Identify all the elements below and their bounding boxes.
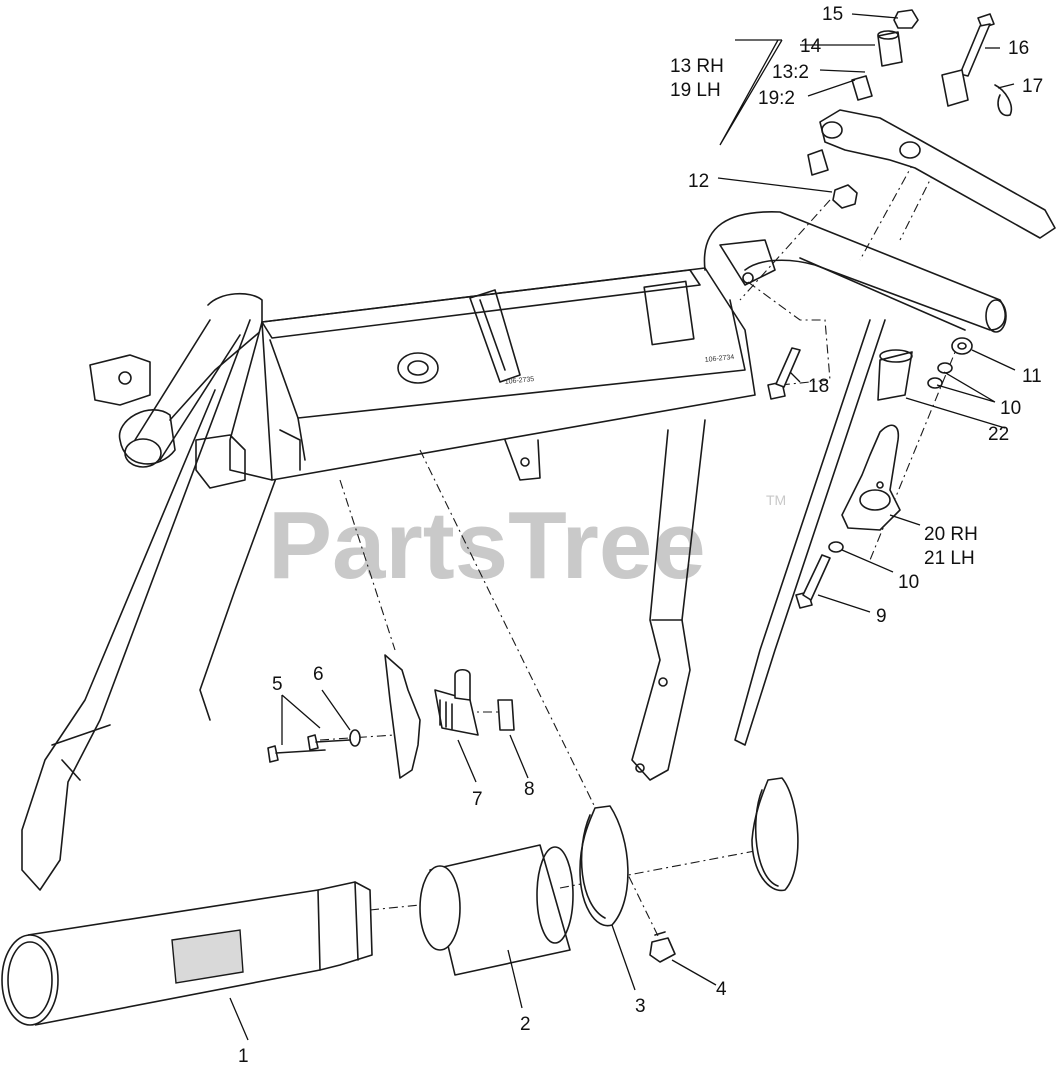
- part-20-bracket: [841, 424, 901, 531]
- decal-left-label: 106-2735: [504, 376, 534, 386]
- callout-labels: 1 2 3 4 5 6 7 8 9 10 10 11 12 13 RH 19 L…: [238, 4, 1043, 1067]
- part-5-screws: [267, 734, 351, 763]
- callout-20rh: 20 RH: [924, 524, 978, 545]
- part-17-clip: [994, 84, 1013, 117]
- part-11-washer: [951, 337, 973, 355]
- leader-lines: [229, 13, 1016, 1041]
- part-22-sleeve: [877, 349, 913, 401]
- callout-12: 12: [688, 171, 709, 192]
- callout-19lh: 19 LH: [670, 80, 721, 101]
- callout-16: 16: [1008, 38, 1029, 59]
- watermark-tm: TM: [766, 492, 786, 508]
- part-7-switch: [434, 668, 479, 736]
- part-9-bolt: [795, 554, 831, 609]
- callout-6: 6: [313, 664, 324, 685]
- callout-1: 1: [238, 1046, 249, 1067]
- decal-right-label: 106-2734: [704, 354, 734, 364]
- part-12-nut: [832, 184, 858, 209]
- callout-14: 14: [800, 36, 822, 57]
- callout-18: 18: [808, 376, 829, 397]
- switch-bracket: [384, 654, 421, 779]
- callout-17: 17: [1022, 76, 1043, 97]
- part-13-lever-arm: [807, 75, 1056, 239]
- part-8-plug: [497, 699, 515, 731]
- callout-3: 3: [635, 996, 646, 1017]
- callout-19q: 19:2: [758, 88, 795, 109]
- callout-4: 4: [716, 979, 727, 1000]
- callout-2: 2: [520, 1014, 531, 1035]
- callout-11: 11: [1022, 366, 1042, 387]
- callout-5: 5: [272, 674, 283, 695]
- part-16-pin: [941, 13, 995, 107]
- callout-13rh: 13 RH: [670, 56, 724, 77]
- part-6-washer: [349, 729, 361, 747]
- callout-9: 9: [876, 606, 887, 627]
- part-1-grip: [1, 881, 373, 1026]
- callout-22: 22: [988, 424, 1009, 445]
- callout-13q: 13:2: [772, 62, 809, 83]
- callout-10-upper: 10: [1000, 398, 1021, 419]
- callout-8: 8: [524, 779, 535, 800]
- part-14-spacer: [877, 30, 903, 67]
- callout-21lh: 21 LH: [924, 548, 975, 569]
- callout-7: 7: [472, 789, 483, 810]
- part-15-nut: [893, 9, 919, 29]
- part-3-clamp: [579, 777, 799, 927]
- watermark-text: PartsTree: [268, 492, 706, 599]
- part-2-sleeve: [419, 844, 574, 976]
- assembly-lines: [319, 159, 961, 941]
- callout-15: 15: [822, 4, 843, 25]
- callout-10-lower: 10: [898, 572, 919, 593]
- part-18-bolt: [767, 347, 801, 400]
- frame-assembly: 106-2735 106-2734: [21, 211, 1007, 891]
- part-4-bolt: [649, 931, 676, 963]
